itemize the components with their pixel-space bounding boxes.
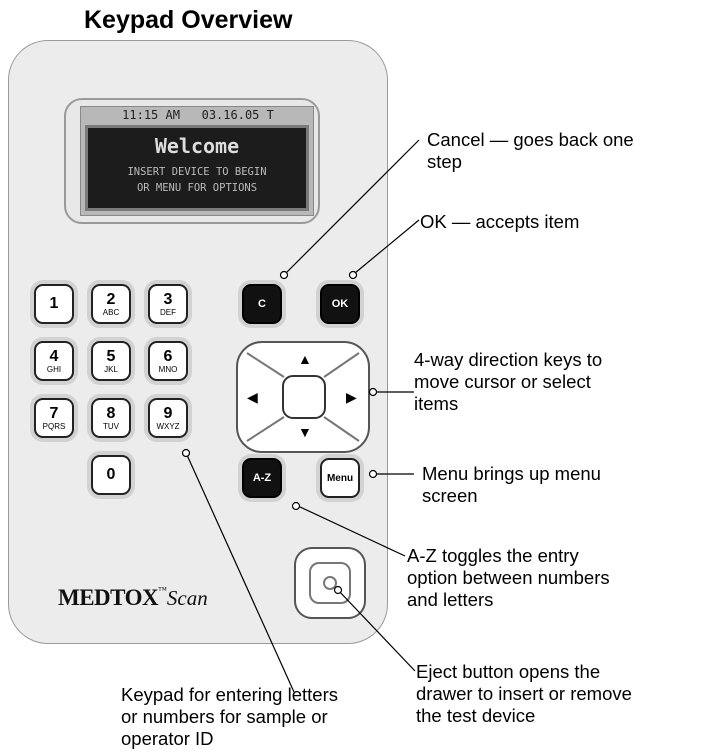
key-4-number: 4 — [49, 348, 59, 365]
annotation-eject: Eject button opens the drawer to insert … — [416, 661, 632, 727]
annotation-keypad-line: operator ID — [121, 728, 214, 749]
key-1-number: 1 — [49, 295, 59, 312]
key-6-letters: MNO — [158, 365, 178, 374]
display-screen: Welcome INSERT DEVICE TO BEGIN OR MENU F… — [85, 125, 309, 211]
annotation-menu-line: Menu brings up menu — [422, 463, 601, 484]
diagram-title: Keypad Overview — [84, 6, 293, 34]
key-0[interactable]: 0 — [91, 455, 131, 495]
annotation-menu: Menu brings up menu screen — [422, 463, 601, 507]
annotation-cancel-line: step — [427, 151, 462, 172]
brand-logo: MEDTOX™Scan — [58, 585, 208, 611]
key-3-letters: DEF — [160, 308, 176, 317]
key-5-number: 5 — [106, 348, 116, 365]
annotation-a-z-line: and letters — [407, 589, 494, 610]
key-7-number: 7 — [49, 405, 59, 422]
key-2-letters: ABC — [102, 308, 120, 317]
annotation-a-z-line: option between numbers — [407, 567, 610, 588]
arrow-right-icon[interactable]: ▶ — [346, 389, 357, 405]
key-4-letters: GHI — [46, 365, 62, 374]
ok-button[interactable]: OK — [320, 284, 360, 324]
brand-scan: Scan — [166, 586, 208, 610]
annotation-keypad: Keypad for entering letters or numbers f… — [121, 684, 338, 750]
key-9-letters: WXYZ — [156, 422, 180, 431]
key-9-number: 9 — [163, 405, 173, 422]
annotation-keypad-line: Keypad for entering letters — [121, 684, 338, 705]
cancel-button-label: C — [258, 298, 266, 310]
menu-button[interactable]: Menu — [320, 458, 360, 498]
arrow-left-icon[interactable]: ◀ — [247, 389, 258, 405]
arrow-up-icon[interactable]: ▲ — [298, 351, 312, 367]
annotation-ok: OK — accepts item — [420, 211, 579, 233]
annotation-menu-line: screen — [422, 485, 478, 506]
ok-button-label: OK — [331, 298, 349, 310]
direction-center-button[interactable] — [282, 375, 326, 419]
display-line-2: OR MENU FOR OPTIONS — [136, 182, 258, 194]
menu-button-label: Menu — [326, 473, 354, 484]
annotation-a-z-line: A-Z toggles the entry — [407, 545, 579, 566]
key-8-letters: TUV — [103, 422, 119, 431]
display-welcome: Welcome — [154, 134, 240, 158]
annotation-cancel-line: Cancel — goes back one — [427, 129, 634, 150]
annotation-direction-line: items — [414, 393, 459, 414]
key-5-letters: JKL — [104, 365, 118, 374]
key-1[interactable]: 1 — [34, 284, 74, 324]
lcd-display: 11:15 AM 03.16.05 T Welcome INSERT DEVIC… — [80, 106, 314, 216]
annotation-direction-line: move cursor or select — [414, 371, 591, 392]
display-line-1: INSERT DEVICE TO BEGIN — [127, 166, 267, 178]
annotation-direction: 4-way direction keys to move cursor or s… — [414, 349, 602, 415]
key-8-number: 8 — [106, 405, 116, 422]
key-2-number: 2 — [106, 291, 116, 308]
annotation-eject-line: Eject button opens the — [416, 661, 601, 682]
key-6-number: 6 — [163, 348, 173, 365]
key-3-number: 3 — [163, 291, 173, 308]
annotation-eject-line: drawer to insert or remove — [416, 683, 632, 704]
annotation-cancel: Cancel — goes back one step — [427, 129, 634, 173]
arrow-down-icon[interactable]: ▼ — [298, 424, 312, 440]
annotation-eject-line: the test device — [416, 705, 536, 726]
key-7-letters: PQRS — [42, 422, 66, 431]
brand-tm: ™ — [158, 585, 167, 595]
annotation-keypad-line: or numbers for sample or — [121, 706, 328, 727]
cancel-button[interactable]: C — [242, 284, 282, 324]
key-0-number: 0 — [106, 466, 116, 483]
a-z-button[interactable]: A-Z — [242, 458, 282, 498]
annotation-ok-line: OK — accepts item — [420, 211, 580, 232]
annotation-a-z: A-Z toggles the entry option between num… — [407, 545, 610, 611]
eject-button-frame — [294, 547, 366, 619]
a-z-button-label: A-Z — [252, 472, 272, 484]
display-status-line: 11:15 AM 03.16.05 T — [122, 108, 274, 122]
brand-med: MEDTOX — [58, 585, 159, 610]
annotation-direction-line: 4-way direction keys to — [414, 349, 603, 370]
